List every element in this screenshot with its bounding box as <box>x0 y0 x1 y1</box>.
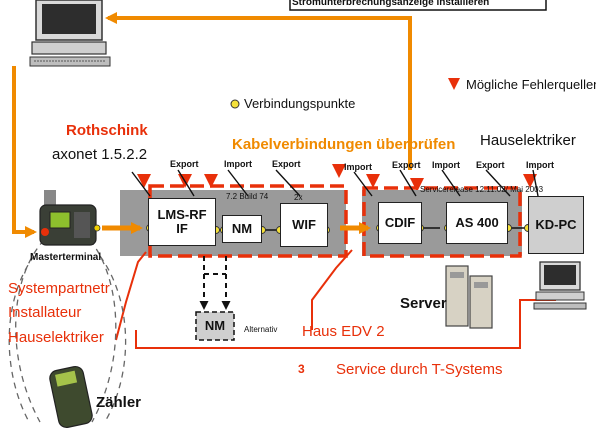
partner-leader <box>116 252 146 340</box>
as400-label: AS 400 <box>455 216 498 230</box>
masterterminal-device-icon <box>40 190 100 245</box>
lms-rf-if-label: LMS-RF IF <box>156 208 208 235</box>
multiplier-label: 2x <box>294 194 302 202</box>
error-sources-legend-label: Mögliche Fehlerquellen <box>466 78 596 91</box>
nm-box: NM <box>222 215 262 243</box>
vendor-name: Rothschink <box>66 123 148 138</box>
computer-icon-top-left <box>30 0 110 66</box>
connection-points-legend-label: Verbindungspunkte <box>244 97 355 110</box>
connection-point-legend-icon <box>231 100 239 108</box>
kd-pc-box: KD-PC <box>528 196 584 254</box>
error-marker-5 <box>366 174 380 188</box>
server-label: Server <box>400 296 447 311</box>
cdif-box: CDIF <box>378 202 422 244</box>
zaehler-device-icon <box>48 365 93 429</box>
error-marker-legend <box>448 78 460 90</box>
role-hauselektriker: Hauselektriker <box>8 330 104 345</box>
export-label-3: Export <box>392 161 421 170</box>
import-label-3: Import <box>432 161 460 170</box>
banner-text: Stromunterbrechungsanzeige installieren <box>292 0 489 8</box>
as400-box: AS 400 <box>446 202 508 244</box>
alt-nm-label: NM <box>205 319 225 333</box>
computer-icon-bottom-right <box>534 262 586 309</box>
alternative-nm-links <box>204 256 226 308</box>
orange-left-line <box>14 66 34 232</box>
haus-edv-leader <box>312 250 352 330</box>
export-label-4: Export <box>476 161 505 170</box>
cdif-label: CDIF <box>385 216 415 230</box>
build-label: 7.2 Build 74 <box>226 193 268 201</box>
alt-nm-box: NM <box>196 312 234 340</box>
lms-rf-if-box: LMS-RF IF <box>148 198 216 246</box>
masterterminal-label: Masterterminal <box>30 253 101 263</box>
service-release-label: Servicerelease 12.11.02/ Mai 2003 <box>420 186 543 194</box>
import-label-1: Import <box>224 160 252 169</box>
export-label-2: Export <box>272 160 301 169</box>
import-label-2: Import <box>344 163 372 172</box>
cable-check-heading: Kabelverbindungen überprüfen <box>232 137 455 152</box>
wif-box: WIF <box>280 203 328 247</box>
server-icon <box>446 266 492 328</box>
import-label-4: Import <box>526 161 554 170</box>
role-installateur: Installateur <box>8 305 81 320</box>
alternativ-label: Alternativ <box>244 326 277 334</box>
service-number: 3 <box>298 363 305 375</box>
hauselektriker-top-label: Hauselektriker <box>480 133 576 148</box>
nm-label: NM <box>232 222 252 236</box>
role-systempartner: Systempartnetr <box>8 281 110 296</box>
export-label-1: Export <box>170 160 199 169</box>
haus-edv-label: Haus EDV 2 <box>302 324 385 339</box>
zaehler-label: Zähler <box>96 395 141 410</box>
kd-pc-label: KD-PC <box>535 218 576 232</box>
wif-label: WIF <box>292 218 316 232</box>
vendor-software: axonet 1.5.2.2 <box>52 147 147 162</box>
service-text: Service durch T-Systems <box>336 362 502 377</box>
